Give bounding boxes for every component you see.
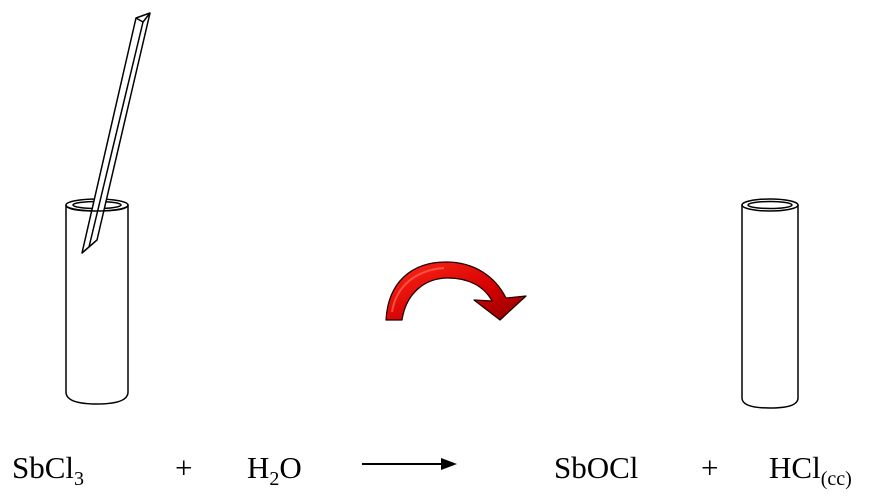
product-antimony-oxychloride: SbOCl [554,450,639,485]
reactant-water: H2O [247,450,302,490]
curved-arrow-icon [385,261,527,321]
reaction-arrow-icon [362,458,457,470]
test-tube-icon [741,198,799,409]
plus-sign: + [175,450,193,485]
reactant-antimony-trichloride: SbCl3 [12,450,85,490]
tube-rim-front [65,204,129,212]
plus-sign: + [701,450,719,485]
glass-rod-icon [81,12,151,254]
product-hydrochloric-acid: HCl(cc) [769,450,852,490]
